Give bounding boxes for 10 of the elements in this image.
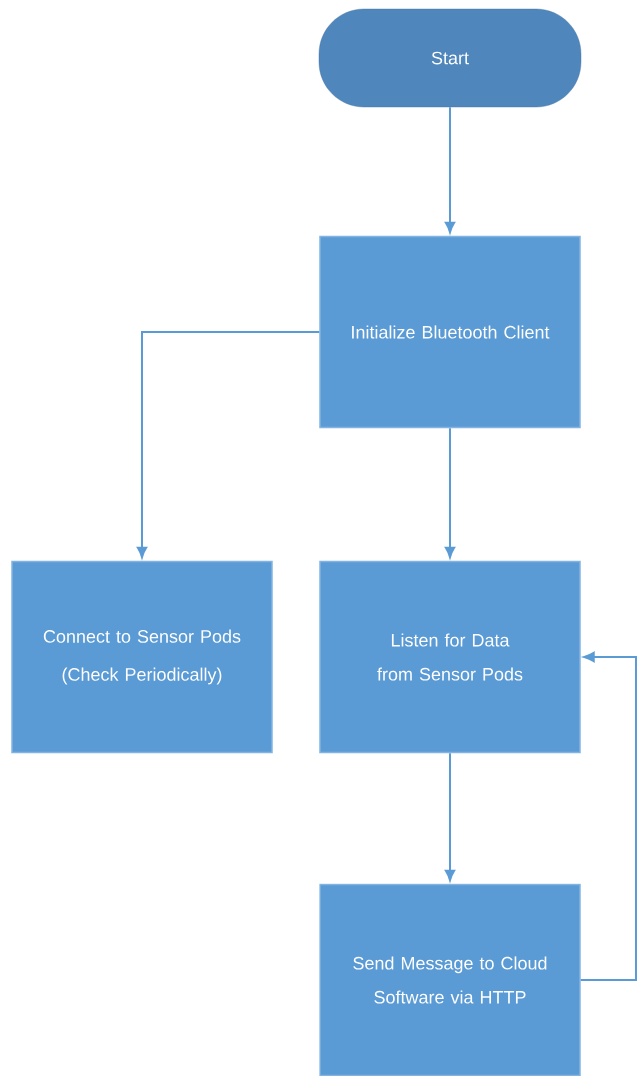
arrow xyxy=(444,106,456,234)
process-box: Initialize Bluetooth Client xyxy=(319,235,581,429)
start-terminal: Start xyxy=(318,8,582,108)
arrow xyxy=(579,651,637,981)
arrow xyxy=(444,752,456,882)
process-box: Send Message to Cloud Software via HTTP xyxy=(319,883,581,1076)
process-box: Listen for Data from Sensor Pods xyxy=(319,560,581,754)
arrow xyxy=(444,427,456,559)
process-box: Connect to Sensor Pods (Check Periodically) xyxy=(11,560,273,754)
arrow xyxy=(136,331,321,559)
